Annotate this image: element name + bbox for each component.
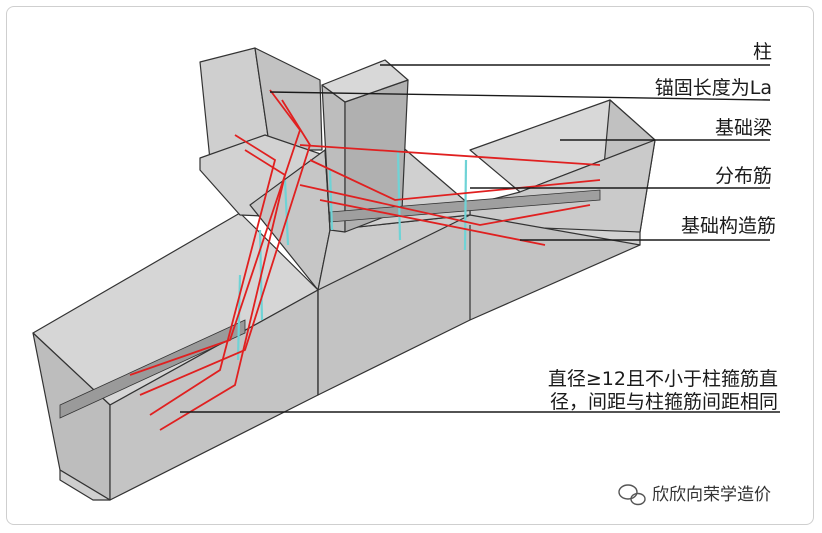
rebar-line <box>299 144 601 166</box>
label-distribution-bar: 分布筋 <box>715 165 772 187</box>
label-foundation-beam: 基础梁 <box>715 117 772 139</box>
rebar-line <box>139 99 311 396</box>
back-left-wall-side <box>254 47 323 151</box>
column-top-face <box>321 59 409 103</box>
stirrups <box>236 149 468 361</box>
label-foundation-construction-bar: 基础构造筋 <box>681 215 776 237</box>
note-line-2: 径，间距与柱箍筋间距相同 <box>550 391 778 413</box>
wechat-icon <box>618 484 646 506</box>
rebar-line <box>129 89 302 376</box>
rebar-line <box>299 184 591 226</box>
concrete-body <box>32 47 656 501</box>
leader-lines <box>180 64 780 413</box>
left-slab-strip <box>59 469 111 501</box>
label-anchorage: 锚固长度为La <box>655 77 772 99</box>
rebar-line <box>149 134 277 416</box>
note-line-1: 直径≥12且不小于柱箍筋直 <box>548 368 778 390</box>
left-beam-inner-strip <box>59 319 246 419</box>
rebar-line <box>159 149 287 431</box>
watermark: 欣欣向荣学造价 <box>618 484 771 506</box>
rebars <box>129 89 601 431</box>
rebar-line <box>309 159 601 201</box>
watermark-text: 欣欣向荣学造价 <box>652 485 771 505</box>
label-column: 柱 <box>753 41 772 63</box>
